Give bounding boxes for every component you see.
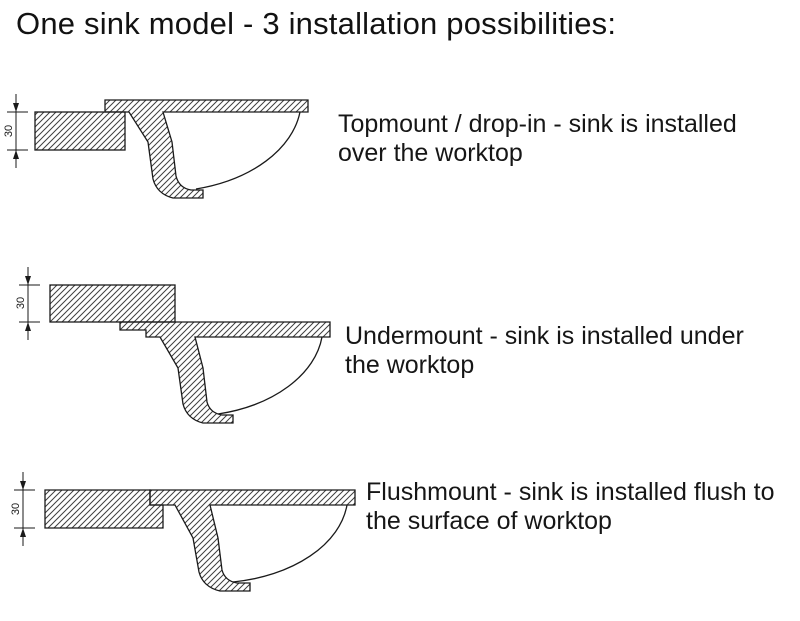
dimension-label: 30 xyxy=(10,503,22,515)
topmount-drawing: 30 xyxy=(3,94,309,199)
page-title: One sink model - 3 installation possibil… xyxy=(16,6,617,41)
dimension-label: 30 xyxy=(15,297,27,309)
bowl-arc xyxy=(195,111,301,190)
dimension-30: 30 xyxy=(10,472,35,546)
worktop-section xyxy=(49,284,176,323)
sink-section xyxy=(104,99,309,199)
worktop-section xyxy=(34,111,126,151)
dimension-label: 30 xyxy=(3,125,15,137)
flushmount-caption: Flushmount - sink is installed flush to … xyxy=(366,478,775,535)
undermount-drawing: 30 xyxy=(15,267,331,424)
worktop-section xyxy=(44,489,164,529)
topmount-caption: Topmount / drop-in - sink is installed o… xyxy=(338,110,737,167)
undermount-caption: Undermount - sink is installed under the… xyxy=(345,322,744,379)
bowl-arc xyxy=(232,504,348,583)
bowl-arc xyxy=(217,336,323,415)
sink-section xyxy=(149,489,356,592)
sink-section xyxy=(119,321,331,424)
dimension-30: 30 xyxy=(3,94,28,168)
dimension-30: 30 xyxy=(15,267,40,340)
flushmount-drawing: 30 xyxy=(10,472,356,592)
